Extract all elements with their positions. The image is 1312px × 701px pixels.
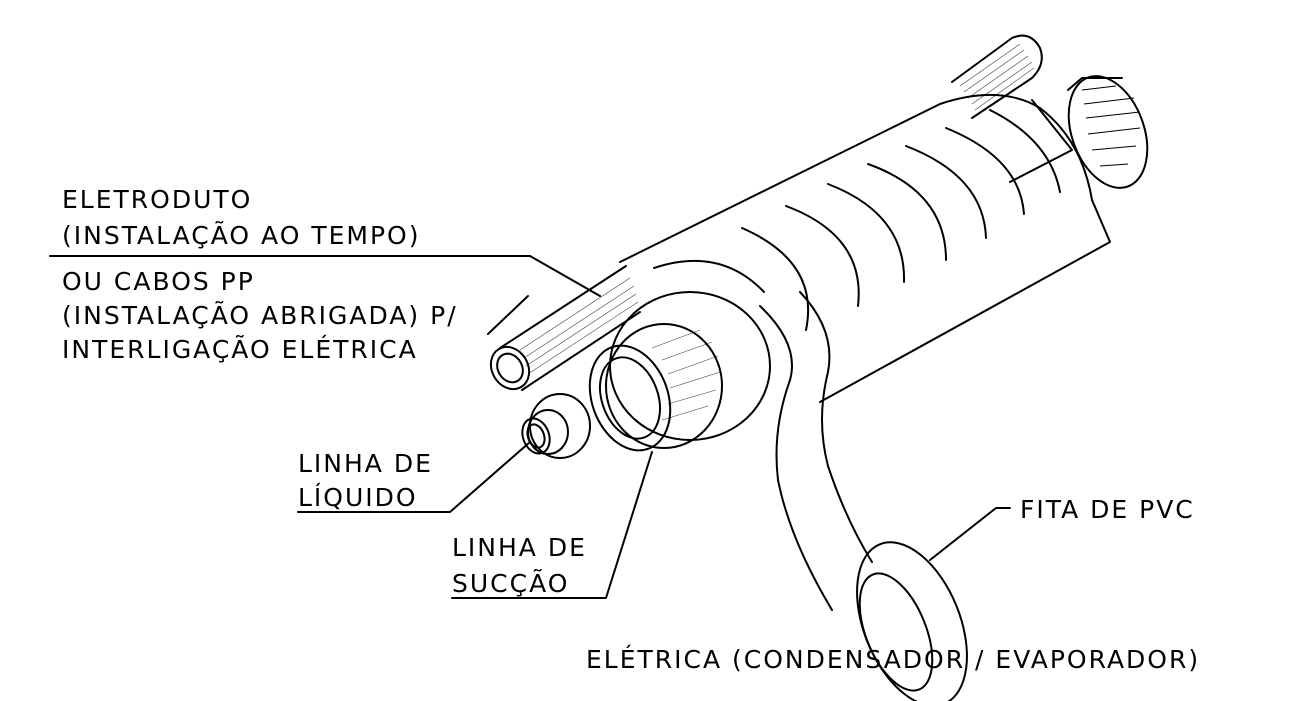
leader-suction (451, 451, 653, 599)
label-cables-2: (INSTALAÇÃO ABRIGADA) P/ (62, 300, 458, 330)
label-tape: FITA DE PVC (1020, 495, 1195, 524)
leader-tape (929, 507, 1011, 561)
label-electric: ELÉTRICA (CONDENSADOR / EVAPORADOR) (586, 645, 1200, 674)
label-liquid-1: LINHA DE (298, 449, 433, 478)
label-liquid-2: LÍQUIDO (298, 483, 418, 512)
label-cables-3: INTERLIGAÇÃO ELÉTRICA (62, 334, 418, 364)
leader-liquid (297, 441, 531, 513)
back-end-fitting (1067, 75, 1149, 189)
leader-lines (49, 255, 1011, 599)
liquid-line-pipe (521, 393, 591, 459)
label-suction-2: SUCÇÃO (452, 568, 569, 598)
electrical-conduit (489, 265, 641, 391)
label-conduit-1: ELETRODUTO (62, 185, 252, 214)
label-suction-1: LINHA DE (452, 533, 587, 562)
conduit-back-tube (951, 34, 1043, 119)
label-conduit-2: (INSTALAÇÃO AO TEMPO) (62, 220, 420, 250)
pvc-tape-roll (856, 541, 968, 701)
leader-cables (487, 295, 529, 335)
pvc-tape-strip (759, 291, 873, 611)
label-cables-1: OU CABOS PP (62, 267, 255, 296)
suction-line-pipe (588, 291, 771, 452)
insulated-bundle (619, 93, 1111, 403)
leader-conduit (49, 255, 601, 297)
